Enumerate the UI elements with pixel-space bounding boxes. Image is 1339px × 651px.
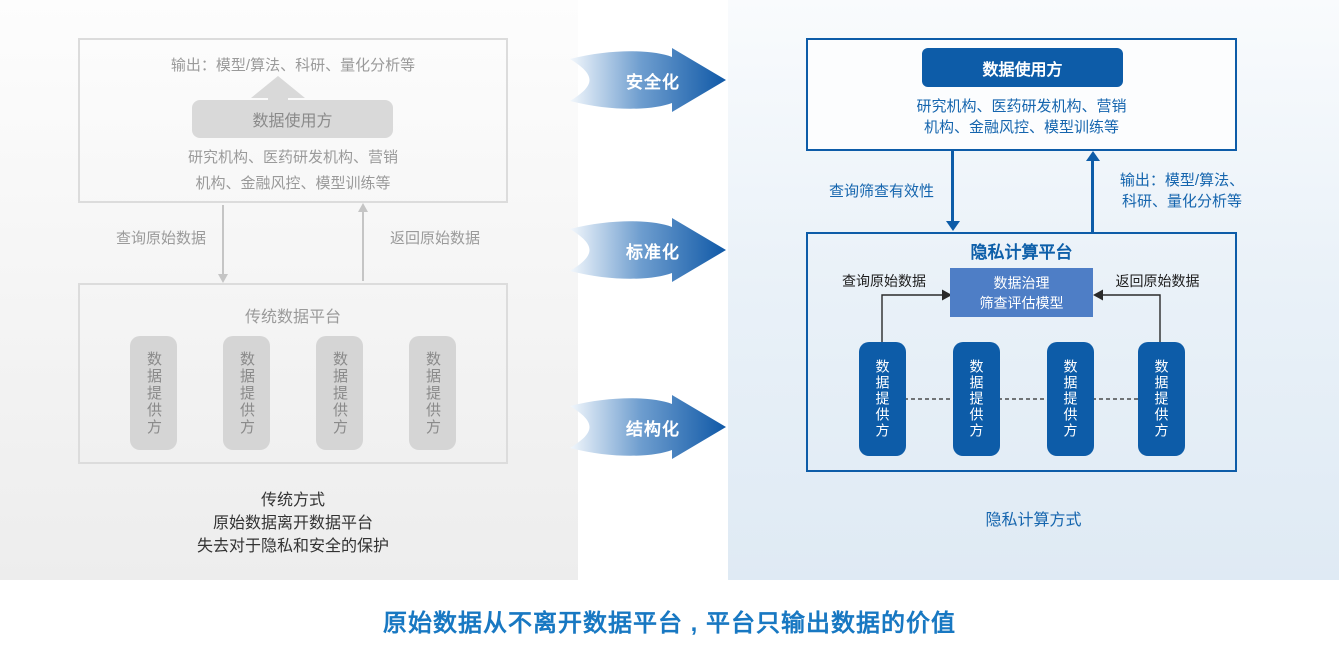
data-provider-pillar: 数据提供方 [1047, 342, 1094, 456]
slogan-text: 原始数据从不离开数据平台 , 平台只输出数据的价值 [382, 610, 956, 637]
privacy-output-label-line1: 输出：模型/算法、 [1119, 172, 1245, 189]
privacy-platform-title: 隐私计算平台 [970, 243, 1073, 262]
swoosh-arrow-icon [570, 218, 726, 282]
privacy-consumer-box: 研究机构、医药研发机构、营销 机构、金融风控、模型训练等 [806, 38, 1237, 151]
privacy-output-label-line2: 科研、量化分析等 [1121, 193, 1242, 210]
query-raw-label: 查询原始数据 [115, 230, 206, 247]
query-validity-down-line [951, 151, 954, 223]
data-provider-pillar: 数据提供方 [130, 336, 177, 450]
privacy-query-raw-label: 查询原始数据 [842, 273, 926, 289]
query-raw-down-arrow-icon [218, 274, 228, 283]
traditional-caption: 传统方式 原始数据离开数据平台 失去对于隐私和安全的保护 [78, 489, 508, 558]
traditional-consumer-desc: 研究机构、医药研发机构、营销 机构、金融风控、模型训练等 [80, 145, 506, 197]
governance-model-box: 数据治理 筛查评估模型 [950, 268, 1093, 317]
transform-arrow-structure: 结构化 [568, 394, 728, 460]
return-raw-up-line [362, 211, 364, 281]
data-provider-label: 数据提供方 [424, 350, 441, 436]
transform-arrow-standard: 标准化 [568, 217, 728, 283]
privacy-consumer-desc-line1: 研究机构、医药研发机构、营销 [916, 98, 1127, 115]
data-provider-label: 数据提供方 [1153, 359, 1170, 439]
data-provider-label: 数据提供方 [1062, 359, 1079, 439]
privacy-platform-box [806, 232, 1237, 472]
up-block-arrow-shaft [268, 97, 288, 102]
data-provider-pillar: 数据提供方 [859, 342, 906, 456]
data-provider-pillar: 数据提供方 [1138, 342, 1185, 456]
traditional-output-text: 输出：模型/算法、科研、量化分析等 [170, 57, 416, 74]
transform-arrow-label: 结构化 [626, 419, 680, 439]
data-provider-pillar: 数据提供方 [223, 336, 270, 450]
privacy-output-label: 输出：模型/算法、 科研、量化分析等 [1102, 170, 1262, 212]
privacy-consumer-pill: 数据使用方 [922, 48, 1123, 87]
governance-model-line2: 筛查评估模型 [979, 294, 1064, 311]
return-raw-up-arrow-icon [358, 203, 368, 212]
privacy-output-up-line [1091, 159, 1094, 232]
governance-model-line1: 数据治理 [993, 274, 1050, 291]
swoosh-arrow-icon [570, 48, 726, 112]
privacy-consumer-desc-line2: 机构、金融风控、模型训练等 [923, 119, 1119, 136]
privacy-consumer-label: 数据使用方 [982, 61, 1063, 79]
traditional-consumer-desc-line1: 研究机构、医药研发机构、营销 [187, 149, 398, 166]
data-provider-label: 数据提供方 [968, 359, 985, 439]
privacy-return-raw-label: 返回原始数据 [1115, 273, 1200, 289]
swoosh-arrow-icon [570, 395, 726, 459]
traditional-caption-line2: 原始数据离开数据平台 [212, 515, 373, 532]
traditional-consumer-desc-line2: 机构、金融风控、模型训练等 [195, 175, 391, 192]
traditional-platform-box: 传统数据平台 [78, 283, 508, 464]
traditional-panel: 输出：模型/算法、科研、量化分析等 研究机构、医药研发机构、营销 机构、金融风控… [0, 0, 578, 580]
data-provider-label: 数据提供方 [874, 359, 891, 439]
privacy-consumer-desc: 研究机构、医药研发机构、营销 机构、金融风控、模型训练等 [808, 96, 1235, 138]
traditional-platform-title: 传统数据平台 [244, 309, 341, 326]
privacy-output-up-arrow-icon [1086, 151, 1100, 161]
traditional-consumer-pill: 数据使用方 [192, 100, 393, 138]
data-provider-label: 数据提供方 [145, 350, 162, 436]
query-validity-down-arrow-icon [946, 221, 960, 231]
data-provider-label: 数据提供方 [331, 350, 348, 436]
transform-arrow-label: 安全化 [626, 72, 680, 92]
traditional-caption-line1: 传统方式 [260, 492, 325, 509]
query-raw-down-line [222, 205, 224, 275]
transform-arrow-security: 安全化 [568, 47, 728, 113]
data-provider-pillar: 数据提供方 [953, 342, 1000, 456]
traditional-caption-line3: 失去对于隐私和安全的保护 [196, 538, 389, 555]
privacy-caption: 隐私计算方式 [985, 512, 1082, 529]
data-provider-pillar: 数据提供方 [316, 336, 363, 450]
traditional-consumer-box: 输出：模型/算法、科研、量化分析等 研究机构、医药研发机构、营销 机构、金融风控… [78, 38, 508, 203]
return-raw-label: 返回原始数据 [389, 230, 480, 247]
query-validity-label: 查询筛查有效性 [828, 183, 934, 200]
platform-connector-lines [881, 289, 1161, 400]
up-block-arrow-icon [251, 76, 305, 98]
transform-arrow-label: 标准化 [626, 242, 680, 262]
data-provider-pillar: 数据提供方 [409, 336, 456, 450]
data-provider-label: 数据提供方 [238, 350, 255, 436]
traditional-consumer-label: 数据使用方 [252, 113, 333, 130]
